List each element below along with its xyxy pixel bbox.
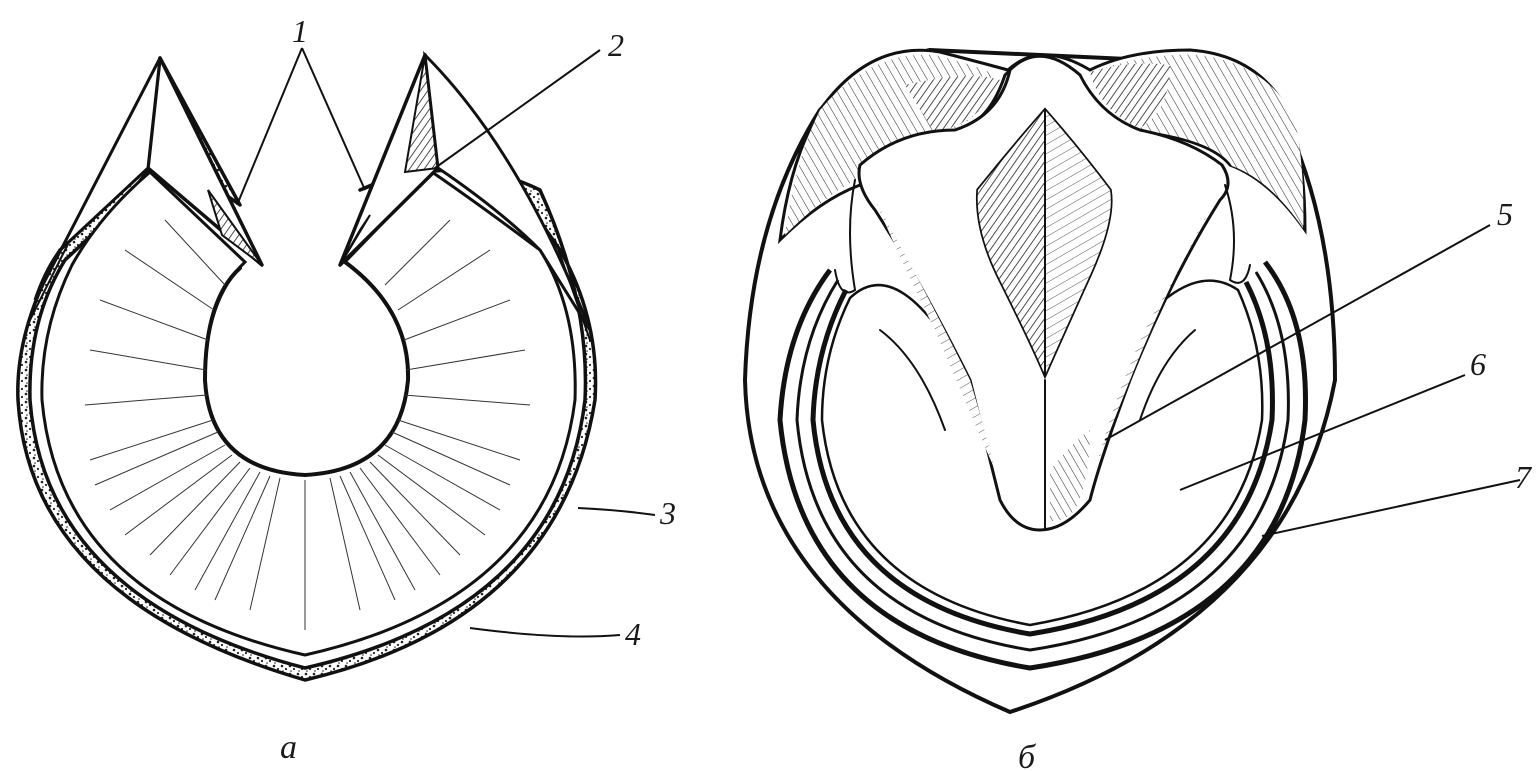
label-7: 7 xyxy=(1515,459,1533,495)
label-5: 5 xyxy=(1497,196,1513,232)
panel-b: 5 6 7 б xyxy=(745,50,1533,771)
panel-a: 1 2 3 4 а xyxy=(18,13,676,766)
caption-a: а xyxy=(280,729,297,766)
label-2: 2 xyxy=(608,27,624,63)
caption-b: б xyxy=(1018,739,1037,771)
label-4: 4 xyxy=(625,616,641,652)
frog-opening xyxy=(205,262,408,475)
label-1: 1 xyxy=(292,13,308,49)
label-3: 3 xyxy=(659,495,676,531)
label-6: 6 xyxy=(1470,346,1486,382)
